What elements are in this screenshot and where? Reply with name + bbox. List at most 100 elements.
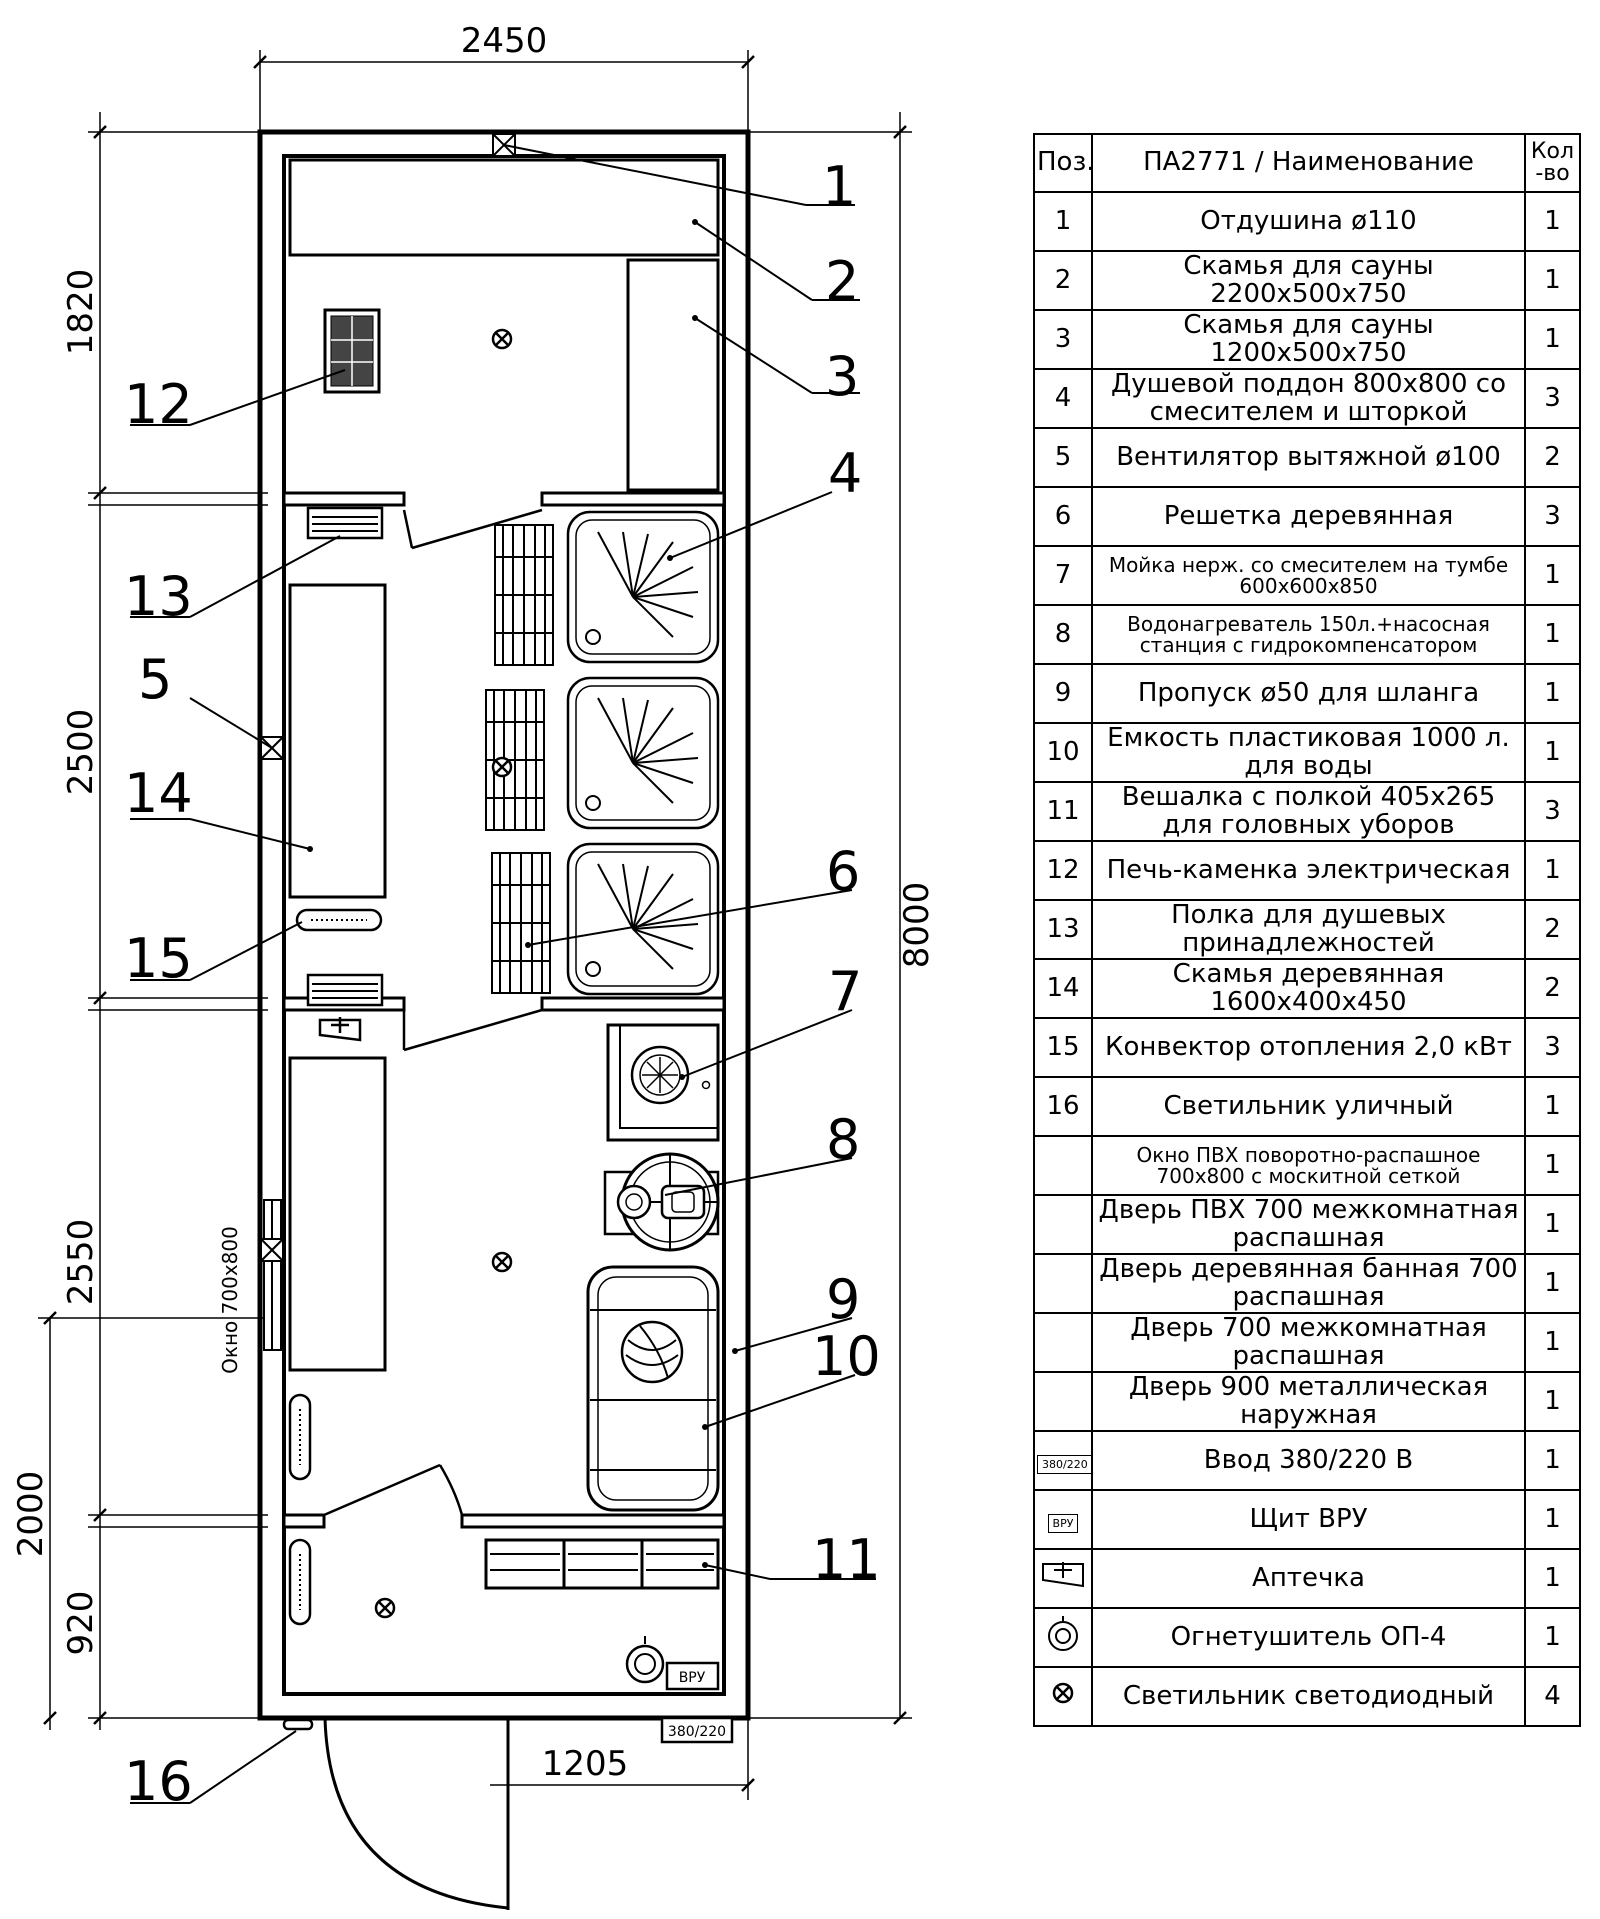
shower-shelf — [306, 973, 384, 1007]
vru-label: ВРУ — [679, 1670, 706, 1686]
row-pos: 4 — [1033, 368, 1093, 429]
row-qty: 3 — [1524, 486, 1581, 547]
row-name: Пропуск ø50 для шланга — [1091, 663, 1526, 724]
vru-symbol: ВРУ — [1047, 1513, 1079, 1534]
convector — [295, 908, 383, 932]
callout-1: 1 — [822, 155, 856, 218]
row-qty: 1 — [1524, 1253, 1581, 1314]
row-qty: 1 — [1524, 604, 1581, 665]
row-qty: 3 — [1524, 1017, 1581, 1078]
header-pos: Поз. — [1033, 133, 1093, 193]
callout-6: 6 — [826, 840, 860, 903]
callout-4: 4 — [828, 442, 862, 505]
row-qty: 2 — [1524, 899, 1581, 960]
shower-tray — [566, 676, 720, 830]
row-name: Ввод 380/220 В — [1091, 1430, 1526, 1491]
callout-9: 9 — [826, 1268, 860, 1331]
sauna-bench-large — [288, 158, 720, 257]
power-input-label: 380/220 — [668, 1724, 726, 1740]
extinguisher-icon — [625, 1636, 665, 1684]
row-qty: 1 — [1524, 1430, 1581, 1491]
table-header-row: Поз. ПА2771 / Наименование Кол -во — [1033, 133, 1581, 193]
door-swings — [323, 508, 543, 1517]
row-name: Дверь ПВХ 700 межкомнатная распашная — [1091, 1194, 1526, 1255]
row-pos: 11 — [1033, 781, 1093, 842]
dim-segment-3: 2550 — [61, 1219, 101, 1306]
lamp-icon — [491, 1251, 513, 1273]
dimension-ticks — [43, 55, 907, 1792]
row-pos: 10 — [1033, 722, 1093, 783]
row-pos — [1033, 1312, 1093, 1373]
row-pos-symbol — [1033, 1666, 1093, 1727]
leader-dots — [307, 219, 738, 1568]
row-qty: 1 — [1524, 722, 1581, 783]
row-qty: 1 — [1524, 1371, 1581, 1432]
leader-lines — [130, 144, 876, 1804]
row-name: Светильник уличный — [1091, 1076, 1526, 1137]
window — [263, 1199, 282, 1351]
row-qty: 1 — [1524, 1076, 1581, 1137]
shower-shelf — [306, 506, 384, 540]
fan-icon — [260, 1238, 284, 1262]
row-name: Печь-каменка электрическая — [1091, 840, 1526, 901]
row-qty: 1 — [1524, 309, 1581, 370]
row-pos — [1033, 1253, 1093, 1314]
row-name: Отдушина ø110 — [1091, 191, 1526, 252]
row-name: Мойка нерж. со смесителем на тумбе 600х6… — [1091, 545, 1526, 606]
input-symbol: 380/220 — [1037, 1454, 1090, 1475]
outdoor-lamp — [282, 1718, 314, 1731]
row-pos: 7 — [1033, 545, 1093, 606]
callout-5: 5 — [138, 648, 172, 711]
lamp-icon — [374, 1597, 396, 1619]
dim-segment-1: 1820 — [61, 269, 101, 356]
callout-10: 10 — [812, 1325, 881, 1388]
wooden-grate — [491, 852, 551, 994]
lamp-icon — [491, 756, 513, 778]
table-row: ВРУ Щит ВРУ 1 — [1033, 1489, 1581, 1550]
table-row: Окно ПВХ поворотно-распашное 700х800 с м… — [1033, 1135, 1581, 1196]
row-qty: 2 — [1524, 958, 1581, 1019]
dimension-lines — [38, 50, 912, 1800]
row-pos: 3 — [1033, 309, 1093, 370]
first-aid-icon — [318, 1017, 362, 1042]
row-qty: 1 — [1524, 250, 1581, 311]
row-name: Скамья для сауны 2200х500х750 — [1091, 250, 1526, 311]
row-name: Светильник светодиодный — [1091, 1666, 1526, 1727]
row-name: Скамья деревянная 1600х400х450 — [1091, 958, 1526, 1019]
row-pos: 6 — [1033, 486, 1093, 547]
dim-segment-2: 2500 — [61, 709, 101, 796]
callout-11: 11 — [812, 1528, 881, 1591]
row-qty: 1 — [1524, 1607, 1581, 1668]
row-qty: 1 — [1524, 663, 1581, 724]
stove — [323, 308, 381, 394]
led-lamp-icon — [1052, 1683, 1074, 1704]
convector — [288, 1393, 312, 1481]
row-pos-symbol — [1033, 1548, 1093, 1609]
row-name: Решетка деревянная — [1091, 486, 1526, 547]
row-pos: 13 — [1033, 899, 1093, 960]
row-qty: 1 — [1524, 1489, 1581, 1550]
callout-7: 7 — [828, 960, 862, 1023]
row-pos: 16 — [1033, 1076, 1093, 1137]
table-row: 380/220 Ввод 380/220 В 1 — [1033, 1430, 1581, 1491]
row-qty: 1 — [1524, 191, 1581, 252]
row-qty: 3 — [1524, 781, 1581, 842]
callout-3: 3 — [825, 345, 859, 408]
row-qty: 2 — [1524, 427, 1581, 488]
sauna-bench-small — [626, 258, 720, 492]
row-name: Скамья для сауны 1200х500х750 — [1091, 309, 1526, 370]
row-pos-symbol: ВРУ — [1033, 1489, 1093, 1550]
lamp-icon — [491, 328, 513, 350]
callout-8: 8 — [826, 1108, 860, 1171]
extinguisher-icon — [1048, 1616, 1078, 1652]
shower-tray — [566, 510, 720, 664]
